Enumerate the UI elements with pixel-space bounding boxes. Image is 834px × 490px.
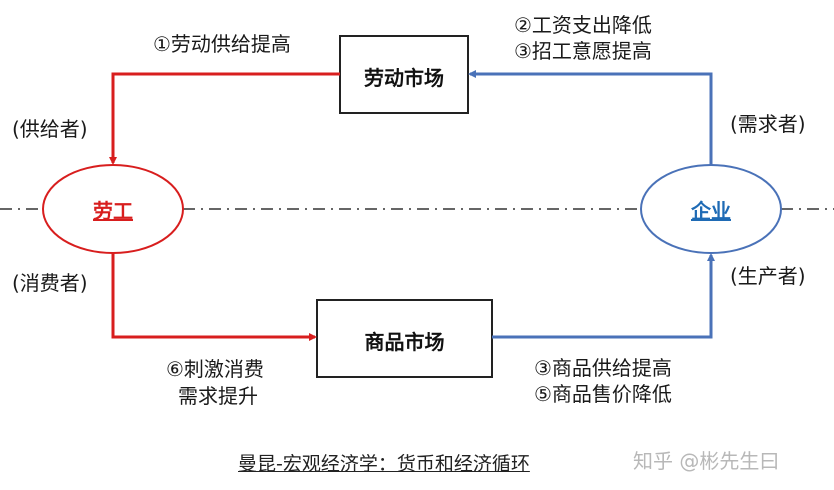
- annotation-firm-goods-2: ⑤商品售价降低: [534, 382, 672, 406]
- annotation-worker-goods-1: ⑥刺激消费: [166, 357, 264, 381]
- firm-label: 企业: [691, 199, 731, 223]
- labor-market-label: 劳动市场: [364, 66, 444, 90]
- goods-demand-arrow: [111, 253, 317, 341]
- diagram-caption: 曼昆-宏观经济学：货币和经济循环: [238, 453, 530, 475]
- worker-label: 劳工: [93, 199, 133, 223]
- annotation-firm-labor-2: ③招工意愿提高: [514, 39, 652, 63]
- watermark: 知乎 @彬先生曰: [633, 449, 780, 473]
- goods-market-label: 商品市场: [364, 330, 445, 354]
- firm-role-producer: (生产者): [730, 264, 806, 288]
- annotation-firm-labor-1: ②工资支出降低: [514, 13, 652, 37]
- firm-role-demander: (需求者): [730, 112, 806, 136]
- annotation-labor-supply: ①劳动供给提高: [153, 32, 291, 56]
- annotation-worker-goods-2: 需求提升: [178, 384, 258, 408]
- goods-market-box: [316, 299, 493, 378]
- labor-supply-arrow: [109, 72, 340, 165]
- worker-role-supplier: (供给者): [12, 117, 88, 141]
- labor-demand-arrow: [468, 70, 713, 165]
- goods-supply-arrow: [492, 253, 715, 339]
- worker-role-consumer: (消费者): [12, 271, 88, 295]
- annotation-firm-goods-1: ③商品供给提高: [534, 356, 672, 380]
